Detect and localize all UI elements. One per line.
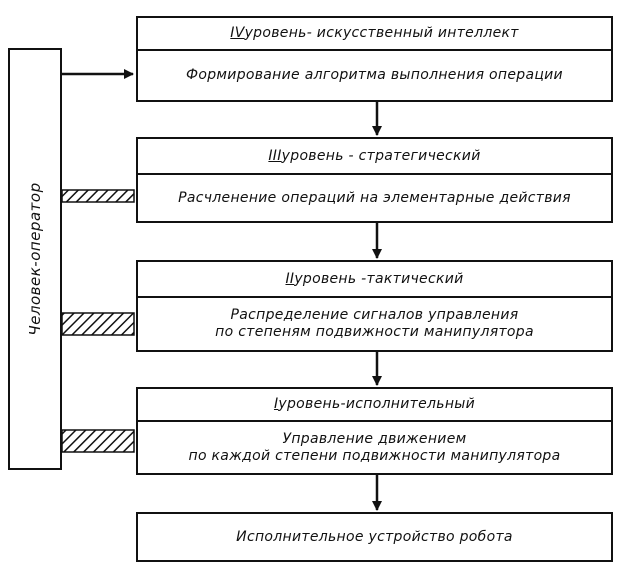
level-2-block: II уровень -тактический Распределение си… (136, 260, 613, 352)
level-1-block: I уровень-исполнительный Управление движ… (136, 387, 613, 475)
level-4-roman: IV (230, 25, 245, 41)
level-4-body-line-1: Формирование алгоритма выполнения операц… (186, 67, 563, 83)
executor-block: Исполнительное устройство робота (136, 512, 613, 562)
level-2-header: II уровень -тактический (138, 262, 611, 298)
level-1-body-line-2: по каждой степени подвижности манипулято… (188, 447, 561, 464)
level-4-header: IV уровень- искусственный интеллект (138, 18, 611, 51)
hatched-link-level3 (61, 189, 135, 203)
level-2-body: Распределение сигналов управления по сте… (138, 298, 611, 350)
level-3-block: III уровень - стратегический Расчленение… (136, 137, 613, 223)
level-4-block: IV уровень- искусственный интеллект Форм… (136, 16, 613, 102)
level-2-body-line-2: по степеням подвижности манипулятора (215, 324, 534, 340)
level-2-roman: II (285, 270, 295, 287)
level-3-roman: III (268, 147, 282, 164)
level-2-body-line-1: Распределение сигналов управления (230, 307, 519, 323)
operator-box: Человек-оператор (8, 48, 62, 470)
level-3-header: III уровень - стратегический (138, 139, 611, 175)
level-4-title: уровень- искусственный интеллект (244, 25, 519, 41)
level-4-body: Формирование алгоритма выполнения операц… (138, 51, 611, 100)
level-3-title: уровень - стратегический (281, 147, 481, 164)
level-3-body: Расчленение операций на элементарные дей… (138, 175, 611, 221)
level-1-title: уровень-исполнительный (278, 396, 476, 412)
hatched-link-level2 (61, 312, 135, 336)
level-1-body: Управление движением по каждой степени п… (138, 422, 611, 473)
operator-label: Человек-оператор (26, 182, 44, 336)
hatched-link-level1 (61, 429, 135, 453)
level-1-header: I уровень-исполнительный (138, 389, 611, 422)
level-3-body-line-1: Расчленение операций на элементарные дей… (178, 189, 571, 206)
level-1-roman: I (273, 396, 279, 412)
level-2-title: уровень -тактический (294, 270, 464, 287)
executor-label: Исполнительное устройство робота (236, 528, 513, 545)
level-1-body-line-1: Управление движением (282, 430, 467, 447)
